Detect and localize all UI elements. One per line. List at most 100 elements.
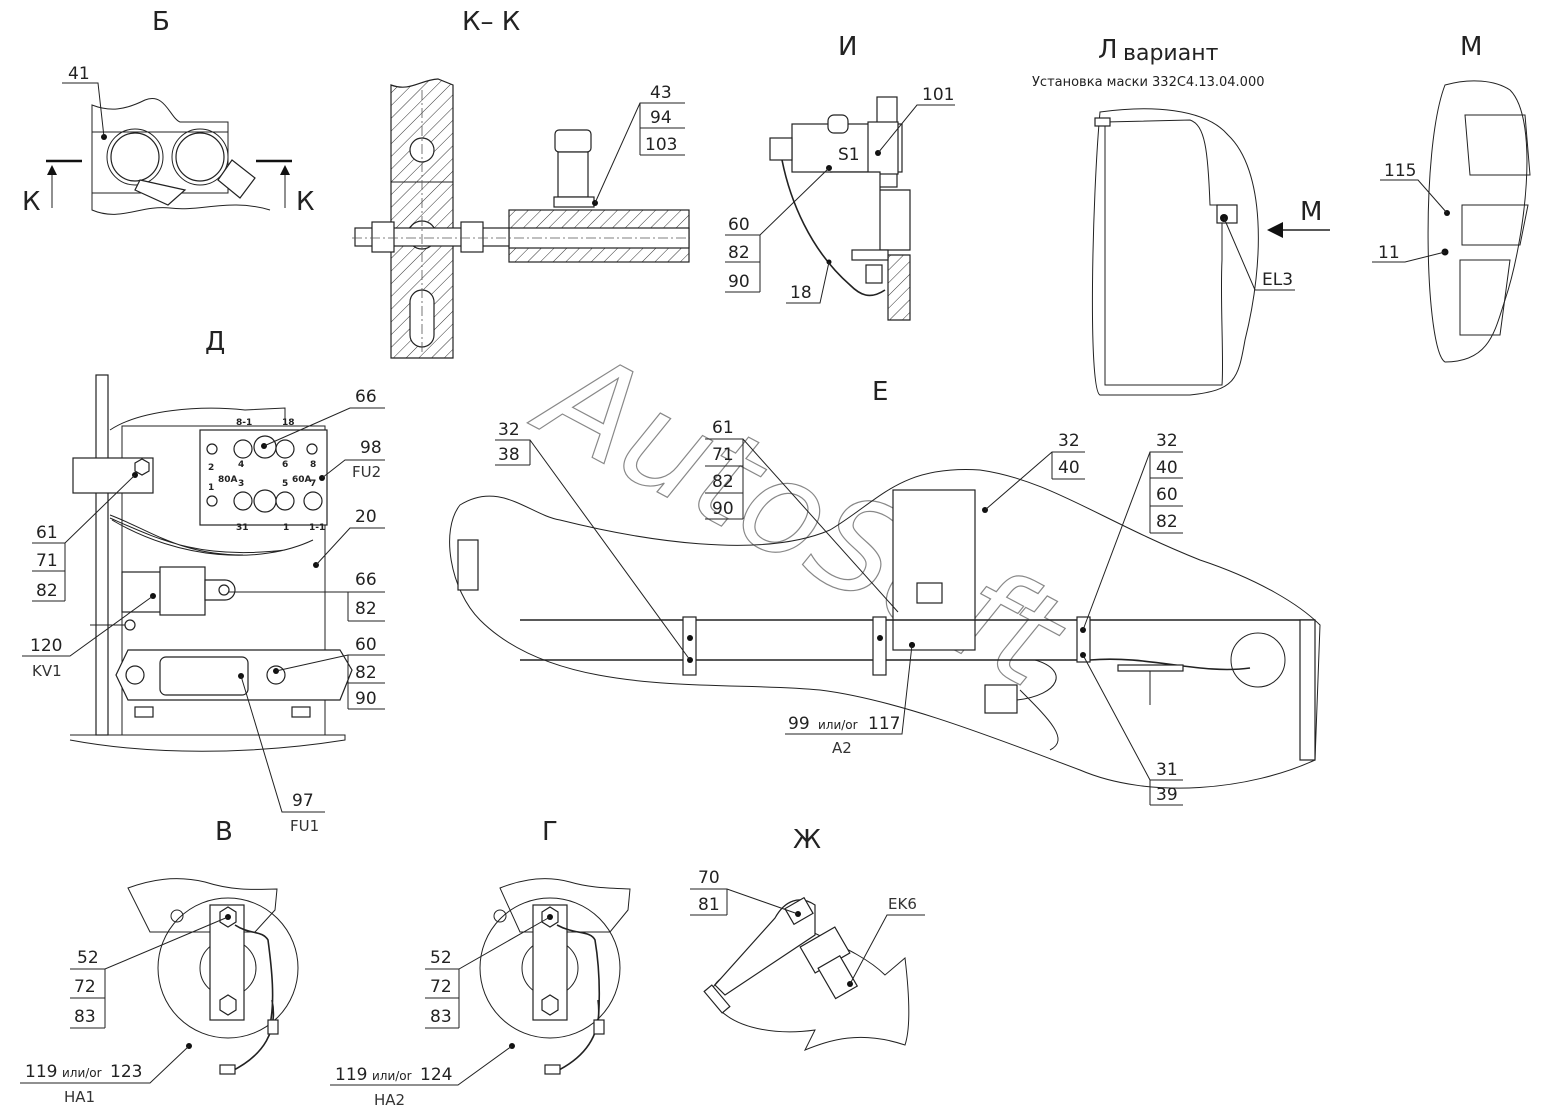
- callout-82-left: 82: [36, 581, 58, 601]
- callout-60: 60: [728, 215, 750, 235]
- rating-60a: 60A: [292, 475, 312, 485]
- view-m: М 115 11: [1372, 32, 1531, 363]
- designation-ha2: HA2: [374, 1091, 405, 1109]
- callout-124: 124: [420, 1065, 452, 1085]
- callout-117: 117: [868, 714, 900, 734]
- view-d: Д 2 1 3 4 5 6 7 8 80A 60A 8-1 18 31 1 1-…: [22, 327, 385, 835]
- callout-32-e-top: 32: [1058, 431, 1080, 451]
- callout-90: 90: [728, 272, 750, 292]
- callout-94: 94: [650, 108, 672, 128]
- callout-83-g: 83: [430, 1007, 452, 1027]
- callout-20: 20: [355, 507, 377, 527]
- callout-97: 97: [292, 791, 314, 811]
- component-s1: S1: [838, 145, 860, 165]
- callout-18: 18: [790, 283, 812, 303]
- callout-82-e: 82: [712, 472, 734, 492]
- callout-99: 99: [788, 714, 810, 734]
- view-e: Е 32 38 61 71 82 90 32 40: [449, 377, 1321, 806]
- view-zh: Ж 70 81 EK6: [690, 825, 925, 1051]
- section-mark-right: К: [296, 187, 314, 217]
- callout-81: 81: [698, 895, 720, 915]
- view-g: Г 52 72 83 119 или/or 124 HA2: [330, 817, 631, 1109]
- callout-71-e: 71: [712, 445, 734, 465]
- view-l: Л вариант Установка маски 332С4.13.04.00…: [1032, 35, 1330, 396]
- view-zh-title: Ж: [793, 825, 821, 855]
- callout-32-e-left: 32: [498, 420, 520, 440]
- terminal-3: 3: [238, 479, 244, 489]
- callout-61: 61: [36, 523, 58, 543]
- callout-43: 43: [650, 83, 672, 103]
- callout-120: 120: [30, 636, 62, 656]
- callout-41: 41: [68, 64, 90, 84]
- callout-82: 82: [728, 243, 750, 263]
- callout-66-top: 66: [355, 387, 377, 407]
- view-l-title: Л: [1098, 35, 1118, 65]
- callout-82-relay: 82: [355, 599, 377, 619]
- callout-or-v: или/or: [62, 1066, 102, 1080]
- callout-40-e-far: 40: [1156, 458, 1178, 478]
- designation-a2: A2: [832, 739, 852, 757]
- rating-80a: 80A: [218, 475, 238, 485]
- terminal-5: 5: [282, 479, 288, 489]
- wire-tag-1-1: 1-1: [309, 523, 325, 533]
- wire-tag-8-1: 8-1: [236, 418, 252, 428]
- callout-98: 98: [360, 438, 382, 458]
- callout-90-e: 90: [712, 499, 734, 519]
- view-kk: К– К 43 94 103: [352, 7, 690, 359]
- callout-11: 11: [1378, 243, 1400, 263]
- view-m-title: М: [1460, 32, 1482, 62]
- callout-or-e: или/or: [818, 718, 858, 732]
- wire-tag-18: 18: [282, 418, 295, 428]
- callout-el3: EL3: [1262, 270, 1293, 290]
- callout-101: 101: [922, 85, 954, 105]
- view-e-title: Е: [872, 377, 888, 407]
- callout-32-e-far: 32: [1156, 431, 1178, 451]
- section-mark-left: К: [22, 187, 40, 217]
- callout-52-g: 52: [430, 948, 452, 968]
- view-b: Б 41 К К: [22, 7, 314, 217]
- designation-fu2: FU2: [352, 463, 381, 481]
- callout-115: 115: [1384, 161, 1416, 181]
- terminal-8: 8: [310, 460, 316, 470]
- designation-ek6: EK6: [888, 895, 917, 913]
- terminal-4: 4: [238, 460, 244, 470]
- callout-or-g: или/or: [372, 1069, 412, 1083]
- wire-tag-31: 31: [236, 523, 249, 533]
- watermark-text: AutoSoft: [513, 316, 1089, 719]
- callout-82-d: 82: [355, 663, 377, 683]
- designation-ha1: HA1: [64, 1088, 95, 1106]
- callout-66-relay: 66: [355, 570, 377, 590]
- callout-119-g: 119: [335, 1065, 367, 1085]
- terminal-7: 7: [310, 479, 316, 489]
- fuse-block-fu2: 2 1 3 4 5 6 7 8 80A 60A 8-1 18 31 1 1-1: [206, 418, 325, 533]
- view-arrow-m: М: [1300, 197, 1322, 227]
- callout-103: 103: [645, 135, 677, 155]
- view-d-title: Д: [205, 327, 225, 357]
- view-v-title: В: [215, 817, 233, 847]
- wire-tag-1: 1: [283, 523, 289, 533]
- view-l-suffix: вариант: [1123, 41, 1219, 66]
- callout-31: 31: [1156, 760, 1178, 780]
- callout-119-v: 119: [25, 1062, 57, 1082]
- view-kk-title: К– К: [462, 7, 520, 37]
- callout-71: 71: [36, 551, 58, 571]
- callout-70: 70: [698, 868, 720, 888]
- view-l-subtitle: Установка маски 332С4.13.04.000: [1032, 75, 1264, 90]
- terminal-2: 2: [208, 463, 214, 473]
- callout-72-g: 72: [430, 977, 452, 997]
- callout-82-e-far: 82: [1156, 512, 1178, 532]
- callout-72-v: 72: [74, 977, 96, 997]
- view-i-title: И: [838, 32, 857, 62]
- terminal-6: 6: [282, 460, 288, 470]
- view-b-title: Б: [152, 7, 170, 37]
- designation-fu1: FU1: [290, 817, 319, 835]
- callout-52-v: 52: [77, 948, 99, 968]
- designation-kv1: KV1: [32, 662, 62, 680]
- callout-61-e: 61: [712, 418, 734, 438]
- callout-60-e-far: 60: [1156, 485, 1178, 505]
- callout-123: 123: [110, 1062, 142, 1082]
- callout-38: 38: [498, 445, 520, 465]
- callout-40-e-top: 40: [1058, 458, 1080, 478]
- callout-83-v: 83: [74, 1007, 96, 1027]
